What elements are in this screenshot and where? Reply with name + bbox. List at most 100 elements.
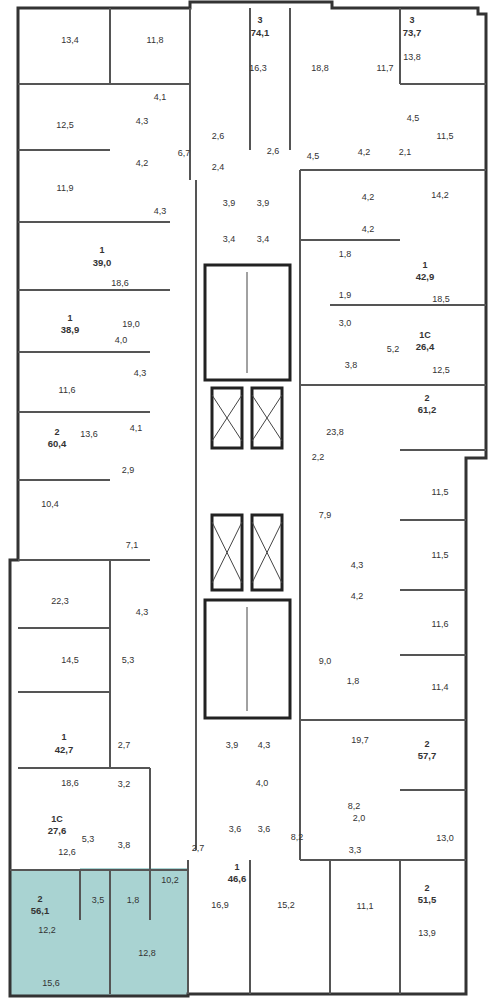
room-area: 13,9 — [418, 929, 436, 938]
room-area: 4,1 — [130, 424, 143, 433]
apartment-area: 38,9 — [61, 325, 80, 335]
room-area: 6,7 — [178, 149, 191, 158]
room-area: 12,5 — [56, 121, 74, 130]
apartment-rooms: 1 — [61, 733, 66, 742]
room-area: 13,0 — [436, 834, 454, 843]
room-area: 11,5 — [432, 551, 449, 560]
room-area: 13,4 — [61, 36, 79, 45]
room-area: 3,6 — [229, 825, 242, 834]
room-area: 10,4 — [41, 500, 59, 509]
room-area: 1,9 — [339, 291, 352, 300]
room-area: 22,3 — [51, 597, 69, 606]
room-area: 2,1 — [399, 148, 412, 157]
apartment-area: 27,6 — [48, 826, 67, 836]
apartment-rooms: 2 — [54, 428, 59, 437]
room-area: 7,1 — [126, 541, 139, 550]
room-area: 11,6 — [59, 386, 76, 395]
room-area: 4,3 — [136, 117, 149, 126]
room-area: 3,9 — [223, 199, 236, 208]
room-area: 4,2 — [362, 193, 375, 202]
building-core — [205, 265, 290, 718]
room-area: 4,0 — [115, 336, 128, 345]
apartment-area: 51,5 — [418, 895, 437, 905]
room-area: 3,8 — [118, 841, 131, 850]
room-area: 23,8 — [326, 428, 344, 437]
apartment-rooms: 1 — [67, 314, 72, 323]
room-area: 1,8 — [127, 896, 140, 905]
core-details — [212, 272, 282, 711]
room-area: 4,2 — [362, 225, 375, 234]
room-area: 2,6 — [267, 147, 280, 156]
room-area: 4,5 — [407, 114, 420, 123]
room-area: 3,4 — [257, 235, 270, 244]
room-area: 10,2 — [161, 876, 179, 885]
room-area: 19,0 — [122, 320, 140, 329]
apartment-rooms: 2 — [424, 740, 429, 749]
room-area: 18,8 — [311, 64, 329, 73]
apartment-rooms: 1 — [99, 246, 104, 255]
room-area: 3,4 — [223, 235, 236, 244]
apartment-area: 60,4 — [48, 439, 67, 449]
apartment-rooms: 1 — [234, 863, 239, 872]
room-area: 2,7 — [118, 741, 131, 750]
room-area: 2,9 — [122, 466, 135, 475]
room-area: 3,9 — [257, 199, 270, 208]
room-area: 12,5 — [432, 366, 450, 375]
room-area: 13,6 — [80, 430, 98, 439]
partitions — [10, 8, 486, 994]
room-area: 4,0 — [256, 779, 269, 788]
apartment-rooms: 1С — [51, 815, 63, 824]
room-area: 12,6 — [58, 848, 76, 857]
apartment-rooms: 2 — [424, 884, 429, 893]
room-area: 1,8 — [339, 250, 352, 259]
room-area: 7,9 — [319, 511, 332, 520]
room-area: 12,2 — [38, 926, 56, 935]
room-area: 18,6 — [111, 279, 129, 288]
room-area: 11,1 — [357, 902, 374, 911]
outer-walls — [10, 2, 486, 996]
apartment-area: 57,7 — [418, 751, 437, 761]
room-area: 2,7 — [192, 844, 205, 853]
apartment-area: 46,6 — [228, 874, 247, 884]
room-area: 4,1 — [154, 93, 167, 102]
room-area: 3,6 — [258, 825, 271, 834]
room-area: 4,3 — [136, 608, 149, 617]
room-area: 14,5 — [61, 656, 79, 665]
room-area: 4,3 — [351, 561, 364, 570]
room-area: 5,3 — [82, 835, 95, 844]
apartment-area: 56,1 — [31, 906, 50, 916]
room-area: 2,4 — [212, 163, 225, 172]
room-area: 4,2 — [136, 159, 149, 168]
room-area: 3,5 — [92, 896, 105, 905]
room-area: 16,3 — [249, 64, 267, 73]
room-area: 4,2 — [351, 592, 364, 601]
apartment-rooms: 2 — [424, 394, 429, 403]
apartment-rooms: 1 — [422, 261, 427, 270]
apartment-rooms: 3 — [409, 16, 414, 25]
room-area: 13,8 — [403, 53, 421, 62]
room-area: 1,8 — [347, 677, 360, 686]
room-area: 15,6 — [42, 979, 60, 988]
room-area: 11,6 — [432, 620, 449, 629]
room-area: 11,7 — [377, 64, 394, 73]
room-area: 19,7 — [351, 736, 369, 745]
room-area: 4,3 — [134, 369, 147, 378]
room-area: 8,2 — [348, 802, 361, 811]
room-area: 8,2 — [291, 833, 304, 842]
room-area: 3,2 — [118, 780, 131, 789]
room-area: 2,2 — [312, 453, 325, 462]
apartment-area: 42,7 — [55, 745, 74, 755]
room-area: 11,9 — [57, 184, 74, 193]
room-area: 16,9 — [211, 901, 229, 910]
room-area: 15,2 — [277, 901, 295, 910]
apartment-area: 39,0 — [93, 258, 112, 268]
apartment-rooms: 2 — [37, 895, 42, 904]
room-area: 3,3 — [349, 846, 362, 855]
apartment-area: 73,7 — [403, 28, 422, 38]
room-area: 3,8 — [345, 361, 358, 370]
room-area: 4,3 — [154, 207, 167, 216]
room-area: 14,2 — [431, 191, 449, 200]
apartment-area: 74,1 — [251, 28, 270, 38]
room-area: 11,5 — [432, 488, 449, 497]
